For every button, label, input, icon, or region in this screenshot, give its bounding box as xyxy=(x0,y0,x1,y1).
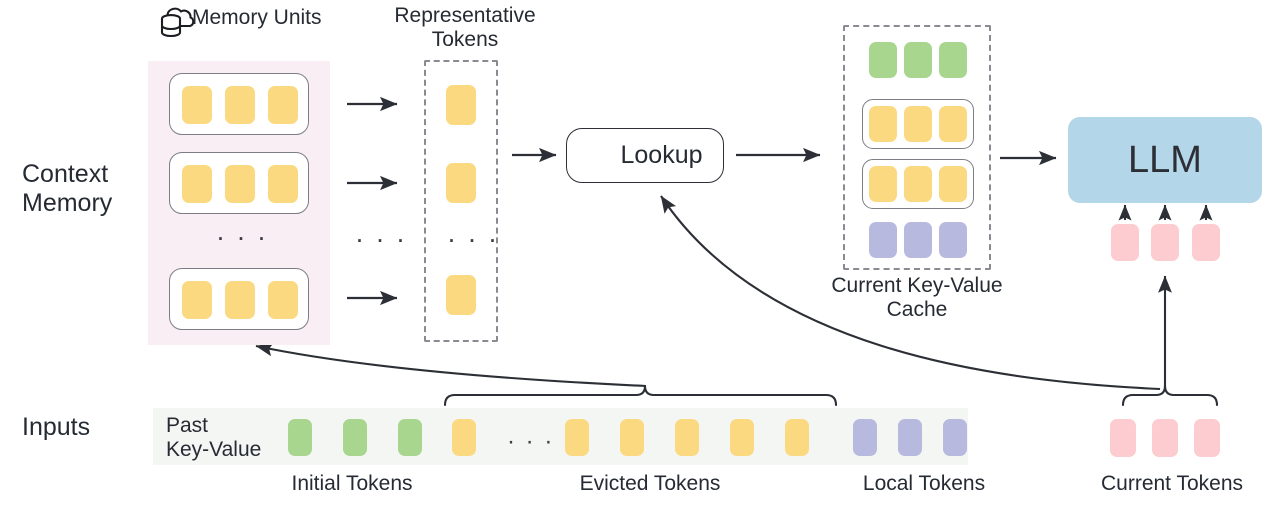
memory-flow-ellipsis: · · · xyxy=(355,224,407,254)
input-token-evicted xyxy=(785,419,809,456)
memory-token xyxy=(225,165,255,203)
brace-evicted-tokens xyxy=(443,385,838,407)
current-kv-cache-label: Current Key-Value Cache xyxy=(831,274,1003,322)
kv-cache-token xyxy=(939,222,967,258)
input-token-initial xyxy=(288,419,312,456)
kv-cache-token xyxy=(904,222,932,258)
representative-tokens-ellipsis: · · · xyxy=(447,224,499,254)
representative-token xyxy=(446,163,476,203)
inputs-ellipsis: · · · xyxy=(507,428,555,455)
local-tokens-label: Local Tokens xyxy=(862,472,986,495)
input-token-evicted xyxy=(565,419,589,456)
memory-unit[interactable] xyxy=(169,268,309,330)
kv-cache-token xyxy=(939,166,967,202)
context-memory-label: Context Memory xyxy=(22,160,113,217)
llm-input-token xyxy=(1111,224,1139,261)
representative-tokens-label: Representative Tokens xyxy=(394,4,536,52)
memory-units-ellipsis: · · · xyxy=(216,222,268,252)
kv-cache-token xyxy=(869,106,897,142)
input-token-evicted xyxy=(620,419,644,456)
memory-token xyxy=(225,281,255,319)
cloud-database-icon xyxy=(160,7,195,38)
memory-token xyxy=(182,165,212,203)
kv-cache-token xyxy=(869,42,897,78)
input-token-evicted xyxy=(675,419,699,456)
kv-cache-token xyxy=(939,42,967,78)
memory-token xyxy=(268,165,298,203)
llm-input-token xyxy=(1151,224,1179,261)
input-token-local xyxy=(898,419,922,456)
current-kv-cache-box xyxy=(843,25,991,270)
memory-units-label: Memory Units xyxy=(192,6,322,29)
initial-tokens-label: Initial Tokens xyxy=(291,472,413,495)
memory-token xyxy=(268,86,298,124)
input-token-current xyxy=(1152,419,1178,457)
kv-cache-token xyxy=(869,166,897,202)
inputs-label: Inputs xyxy=(22,413,91,441)
input-token-current xyxy=(1110,419,1136,457)
evicted-tokens-label: Evicted Tokens xyxy=(579,472,721,495)
inputs-strip xyxy=(153,408,968,465)
representative-tokens-box xyxy=(424,60,498,342)
input-token-evicted xyxy=(730,419,754,456)
input-token-initial xyxy=(398,419,422,456)
llm-box[interactable]: LLM xyxy=(1068,117,1262,203)
input-token-local xyxy=(943,419,967,456)
input-token-current xyxy=(1194,419,1220,457)
representative-token xyxy=(446,275,476,315)
input-token-local xyxy=(853,419,877,456)
llm-input-token xyxy=(1192,224,1220,261)
current-tokens-label: Current Tokens xyxy=(1100,472,1244,495)
input-token-initial xyxy=(343,419,367,456)
memory-unit[interactable] xyxy=(169,152,309,214)
kv-cache-token xyxy=(904,166,932,202)
memory-token xyxy=(268,281,298,319)
memory-token xyxy=(182,86,212,124)
kv-cache-token xyxy=(869,222,897,258)
kv-cache-token xyxy=(904,106,932,142)
past-key-value-label: Past Key-Value xyxy=(166,414,262,462)
memory-token xyxy=(225,86,255,124)
kv-cache-token xyxy=(904,42,932,78)
representative-token xyxy=(446,85,476,125)
memory-token xyxy=(182,281,212,319)
lookup-label: Lookup xyxy=(620,141,703,169)
input-token-evicted xyxy=(452,419,476,456)
kv-cache-token xyxy=(939,106,967,142)
lookup-button[interactable]: Lookup xyxy=(566,128,724,183)
llm-label: LLM xyxy=(1128,138,1202,181)
memory-unit[interactable] xyxy=(169,73,309,135)
arrow-evicted-to-context-memory xyxy=(255,342,647,388)
brace-current-tokens xyxy=(1121,385,1219,407)
